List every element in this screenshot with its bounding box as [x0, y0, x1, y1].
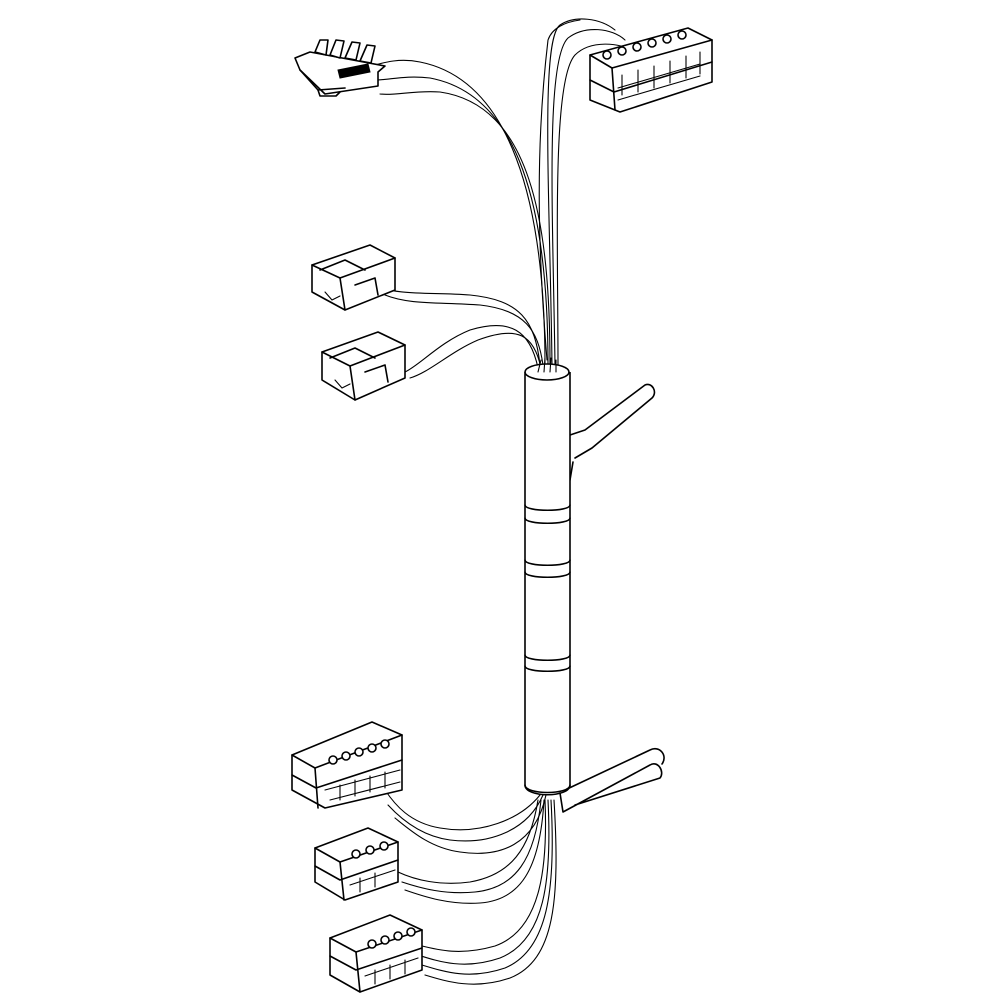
sleeve-band — [524, 504, 571, 525]
sleeve-band — [524, 654, 571, 673]
main-sleeve — [524, 357, 571, 796]
pin-hole-row — [367, 927, 416, 949]
two-pin-housing — [311, 244, 396, 311]
two-pin-housing — [321, 331, 406, 401]
six-pin-connector — [291, 721, 403, 809]
lower-wire-bundle — [384, 789, 557, 985]
sleeve-band — [524, 559, 571, 579]
upper-wire-bundle — [371, 18, 636, 379]
upper-branch-tube — [569, 383, 656, 481]
multi-pin-plug — [589, 27, 713, 113]
lower-branch-tube — [559, 748, 665, 813]
pin-hole-row — [328, 739, 390, 765]
pin-hole-row — [602, 30, 687, 60]
four-pin-connector — [329, 914, 423, 993]
edge-card-connector — [294, 39, 386, 97]
three-pin-connector — [314, 827, 399, 901]
pin-hole-row — [351, 841, 389, 859]
